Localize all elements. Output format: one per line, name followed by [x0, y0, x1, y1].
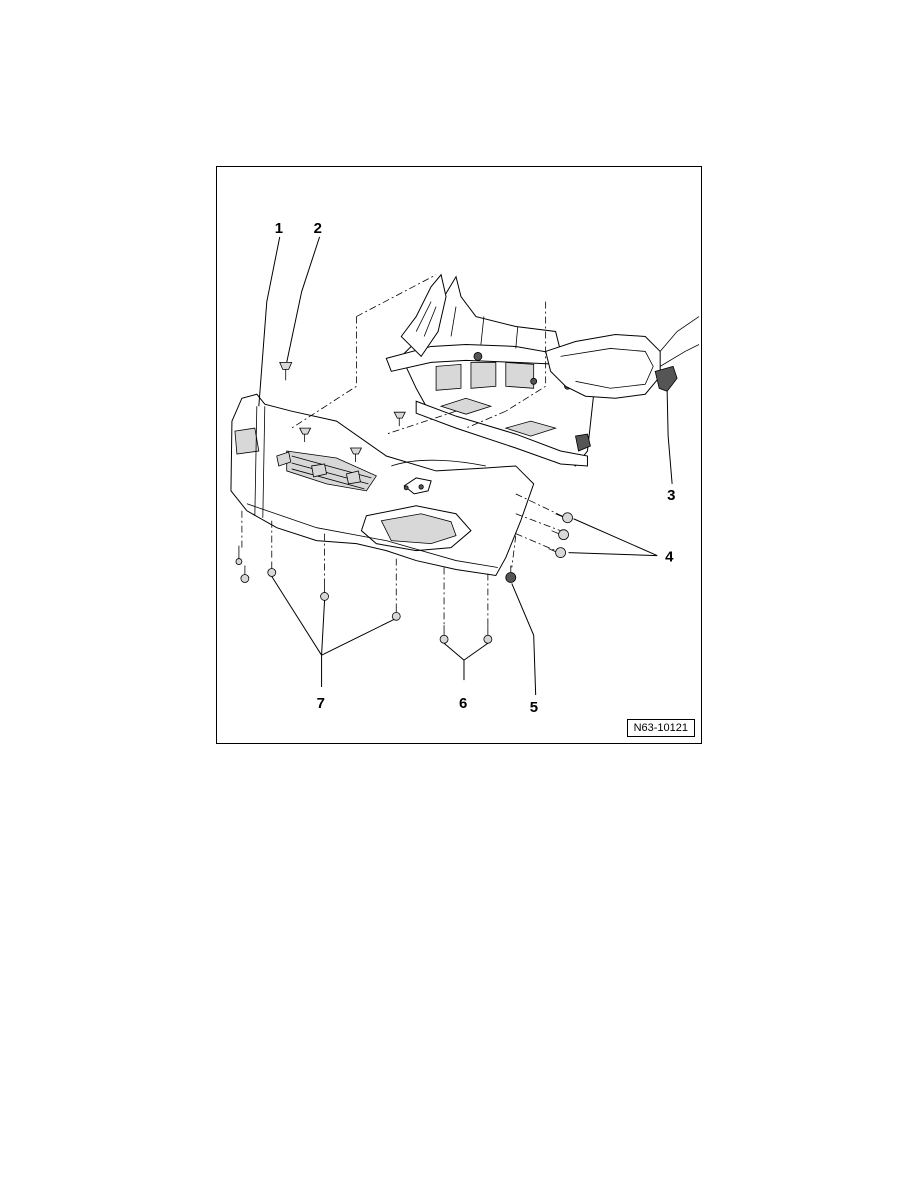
callout-7: 7: [317, 695, 325, 712]
screw-part-6: [483, 625, 493, 644]
bolt: [240, 565, 250, 583]
leader-lines: [258, 236, 673, 696]
callout-1: 1: [275, 220, 283, 237]
screw-part-7: [267, 561, 277, 577]
bumper-clip: [349, 447, 363, 462]
bumper-cover: [230, 393, 535, 577]
bumper-clip: [299, 427, 312, 443]
screw-part-7: [320, 585, 329, 601]
nut-part-5: [505, 565, 517, 583]
headlamp-assembly: [545, 316, 700, 399]
exploded-view-figure: 1 2 3 4 5 6 7 N63-10121: [216, 166, 702, 744]
bumper-clip: [393, 411, 406, 427]
bolt: [235, 545, 243, 565]
guide-rail-part-1: [254, 406, 266, 518]
callout-3: 3: [667, 487, 675, 504]
callout-4: 4: [665, 549, 674, 566]
bracket-part-3: [654, 365, 678, 392]
screw-part-4: [548, 547, 566, 558]
figure-reference-code: N63-10121: [626, 719, 695, 737]
callout-6: 6: [459, 695, 467, 712]
bumper-exploded-diagram: 1 2 3 4 5 6 7: [230, 220, 700, 716]
callout-2: 2: [314, 220, 322, 237]
screw-part-6: [439, 625, 449, 644]
fasteners: [235, 361, 573, 644]
callout-5: 5: [530, 699, 538, 716]
assembly-dash-lines: [241, 274, 566, 626]
screw-part-7: [391, 605, 401, 621]
clip-part-2: [279, 361, 293, 381]
screw-part-4: [551, 529, 569, 541]
lock-carrier-assembly: [385, 273, 594, 467]
screw-part-4: [555, 512, 573, 524]
